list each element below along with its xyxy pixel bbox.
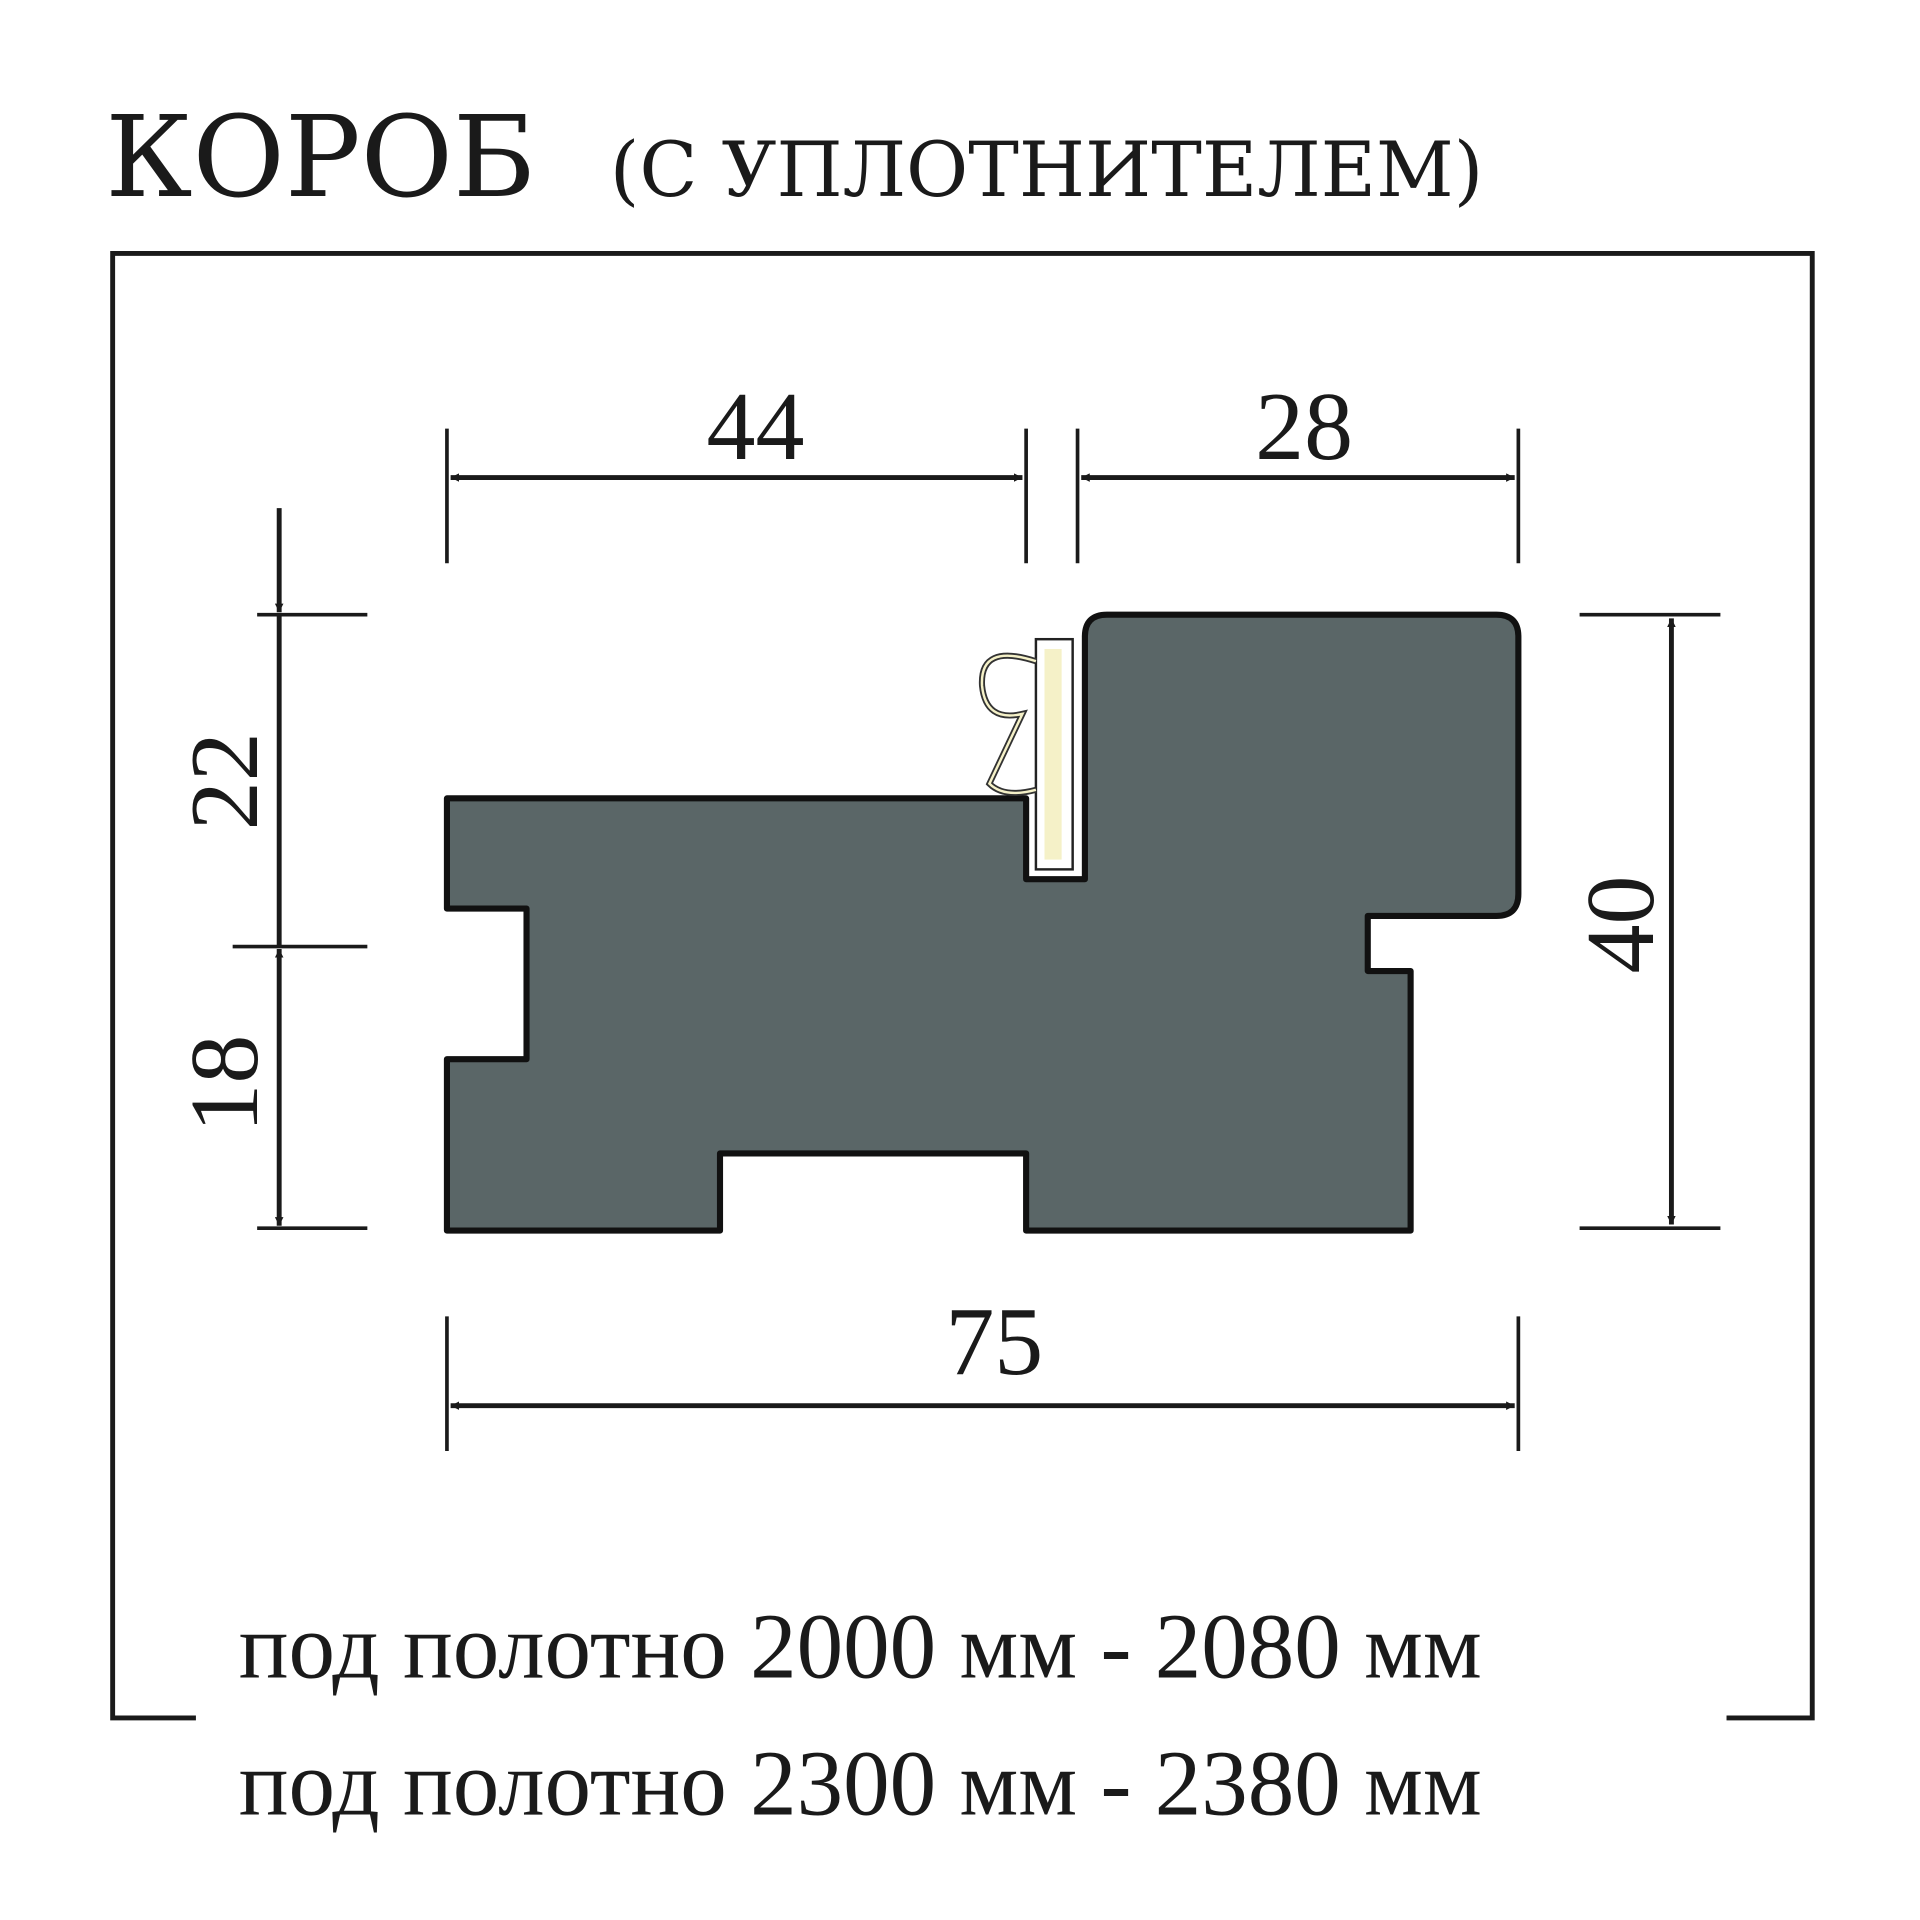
dim-75: 75 bbox=[945, 1288, 1043, 1396]
frame-profile bbox=[443, 611, 1522, 1234]
frame-border bbox=[110, 251, 1815, 1721]
title-main: КОРОБ bbox=[105, 91, 535, 223]
title-sub: (С УПЛОТНИТЕЛЕМ) bbox=[610, 126, 1484, 214]
note-line-2: под полотно 2300 мм - 2380 мм bbox=[239, 1733, 1482, 1836]
dim-18: 18 bbox=[171, 1035, 279, 1133]
dimension-lines bbox=[232, 428, 1721, 1452]
dim-22: 22 bbox=[171, 732, 279, 830]
dim-28: 28 bbox=[1255, 373, 1353, 481]
note-line-1: под полотно 2000 мм - 2080 мм bbox=[239, 1596, 1482, 1699]
seal-icon bbox=[978, 637, 1074, 871]
dim-40: 40 bbox=[1567, 876, 1675, 974]
dim-44: 44 bbox=[707, 373, 805, 481]
